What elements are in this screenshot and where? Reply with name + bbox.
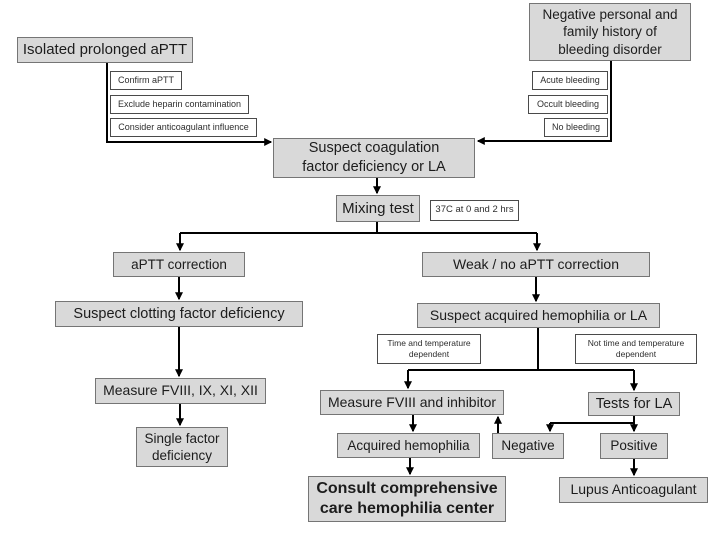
flow-note-exclude-heparin: Exclude heparin contamination — [110, 95, 249, 114]
flow-box-lupus-anticoagulant: Lupus Anticoagulant — [559, 477, 708, 503]
flow-box-consult-hemophilia-center: Consult comprehensive care hemophilia ce… — [308, 476, 506, 522]
flow-note-not-time-dependent: Not time and temperature dependent — [575, 334, 697, 364]
flow-box-measure-fviii-ix-xi-xii: Measure FVIII, IX, XI, XII — [95, 378, 266, 404]
flow-note-time-dependent: Time and temperature dependent — [377, 334, 481, 364]
flow-box-suspect-coagulation: Suspect coagulation factor deficiency or… — [273, 138, 475, 178]
flow-box-positive: Positive — [600, 433, 668, 459]
flow-box-aptt-correction: aPTT correction — [113, 252, 245, 277]
flow-note-confirm-aptt: Confirm aPTT — [110, 71, 182, 90]
flow-box-suspect-clotting-factor-deficiency: Suspect clotting factor deficiency — [55, 301, 303, 327]
flow-box-acquired-hemophilia: Acquired hemophilia — [337, 433, 480, 458]
flow-note-occult-bleeding: Occult bleeding — [528, 95, 608, 114]
flow-note-consider-anticoagulant: Consider anticoagulant influence — [110, 118, 257, 137]
flow-box-isolated-prolonged-aptt: Isolated prolonged aPTT — [17, 37, 193, 63]
flow-box-negative-history: Negative personal and family history of … — [529, 3, 691, 61]
flow-box-mixing-test: Mixing test — [336, 195, 420, 222]
flow-box-tests-for-la: Tests for LA — [588, 392, 680, 416]
flow-box-measure-fviii-and-inhibitor: Measure FVIII and inhibitor — [320, 390, 504, 415]
flow-box-negative: Negative — [492, 433, 564, 459]
flow-box-weak-no-aptt-correction: Weak / no aPTT correction — [422, 252, 650, 277]
flow-note-no-bleeding: No bleeding — [544, 118, 608, 137]
flow-box-single-factor-deficiency: Single factor deficiency — [136, 427, 228, 467]
flow-note-acute-bleeding: Acute bleeding — [532, 71, 608, 90]
flow-box-suspect-acquired-hemophilia: Suspect acquired hemophilia or LA — [417, 303, 660, 328]
flow-note-mixing-conditions: 37C at 0 and 2 hrs — [430, 200, 519, 221]
